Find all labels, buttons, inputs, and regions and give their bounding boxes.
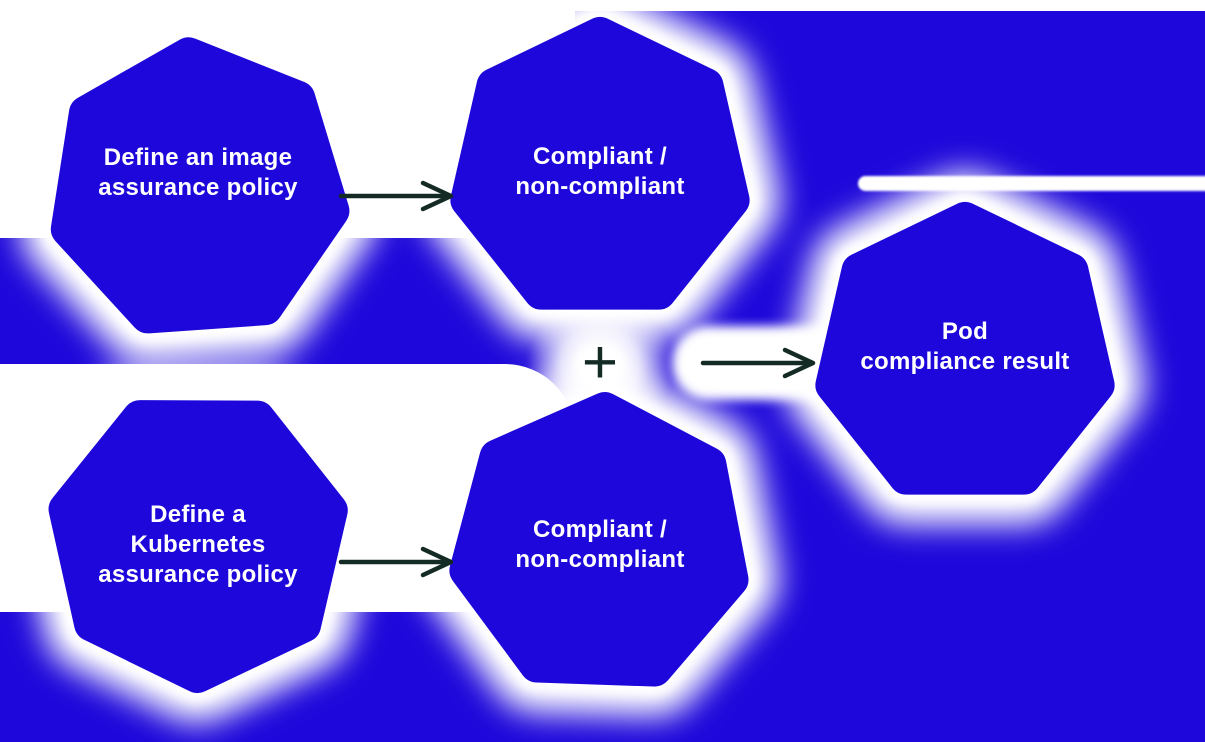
node-label-kubernetes-assurance-policy: Define a Kubernetes assurance policy (98, 501, 298, 588)
arrow-kubernetes-policy-to-compliance (338, 546, 454, 578)
node-label-kubernetes-compliance-result: Compliant / non-compliant (515, 516, 685, 573)
heptagon-shape (785, 172, 1145, 525)
node-kubernetes-compliance-result (380, 325, 820, 742)
node-pod-compliance-result (745, 135, 1185, 575)
arrow-image-policy-to-compliance (338, 180, 454, 212)
heptagon-shape (20, 7, 380, 364)
node-label-image-compliance-result: Compliant / non-compliant (515, 143, 685, 200)
node-image-assurance-policy (0, 0, 418, 410)
plus-operator: + (581, 328, 619, 397)
heptagon-shape (18, 370, 378, 723)
node-label-pod-compliance-result: Pod compliance result (860, 318, 1070, 375)
arrow-combined-to-pod-result (700, 347, 816, 379)
node-image-compliance-result (380, 0, 820, 390)
heptagon-shape (419, 362, 779, 717)
node-kubernetes-assurance-policy (0, 320, 418, 742)
heptagon-shape (420, 0, 780, 340)
node-label-image-assurance-policy: Define an image assurance policy (98, 144, 298, 201)
